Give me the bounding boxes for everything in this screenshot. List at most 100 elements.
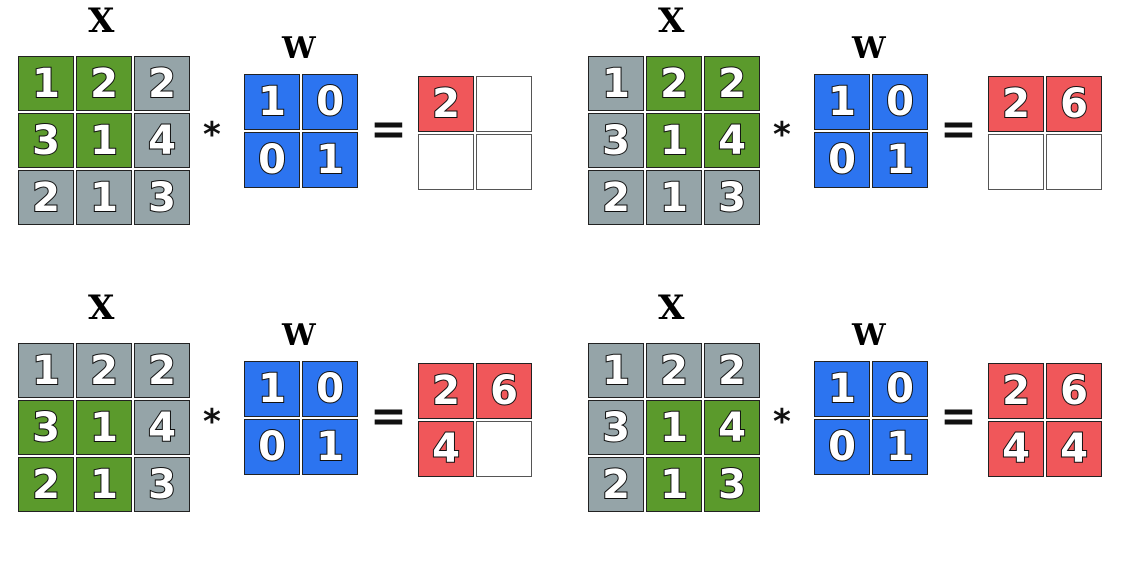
input-cell: 3 [704, 170, 760, 225]
input-cell: 3 [588, 113, 644, 168]
output-cell-empty [418, 134, 474, 190]
kernel-cell: 0 [814, 419, 870, 475]
input-cell-active: 2 [646, 56, 702, 111]
input-matrix-label: X [88, 288, 115, 328]
kernel-cell: 0 [872, 361, 928, 417]
output-cell: 6 [1046, 363, 1102, 419]
output-cell-empty [476, 76, 532, 132]
input-cell: 2 [76, 343, 132, 398]
input-cell-active: 1 [76, 400, 132, 455]
input-cell: 1 [76, 170, 132, 225]
input-cell-active: 1 [646, 457, 702, 512]
input-cell-active: 1 [76, 457, 132, 512]
output-cell: 6 [1046, 76, 1102, 132]
output-cell-empty [988, 134, 1044, 190]
input-cell: 4 [134, 400, 190, 455]
input-matrix-label: X [658, 288, 685, 328]
input-cell-active: 1 [646, 400, 702, 455]
output-cell: 4 [1046, 421, 1102, 477]
input-cell-active: 1 [18, 56, 74, 111]
equals-sign: = [370, 104, 407, 155]
kernel-cell: 1 [872, 132, 928, 188]
input-cell: 1 [646, 170, 702, 225]
input-cell: 2 [588, 170, 644, 225]
output-cell: 4 [988, 421, 1044, 477]
input-cell-active: 3 [18, 113, 74, 168]
output-cell: 2 [418, 363, 474, 419]
kernel-cell: 0 [302, 74, 358, 130]
input-cell: 1 [588, 343, 644, 398]
convolution-operator: * [203, 402, 221, 442]
input-cell-active: 2 [704, 56, 760, 111]
kernel-matrix-label: W [282, 31, 316, 66]
input-cell: 2 [18, 170, 74, 225]
input-cell-active: 1 [646, 113, 702, 168]
kernel-cell: 1 [244, 361, 300, 417]
input-cell: 4 [134, 113, 190, 168]
input-cell: 3 [134, 457, 190, 512]
input-cell: 2 [134, 343, 190, 398]
input-cell: 2 [704, 343, 760, 398]
output-cell-empty [476, 421, 532, 477]
equals-sign: = [940, 391, 977, 442]
output-cell-empty [476, 134, 532, 190]
input-cell: 3 [134, 170, 190, 225]
input-cell: 1 [18, 343, 74, 398]
kernel-cell: 1 [814, 361, 870, 417]
kernel-cell: 1 [302, 419, 358, 475]
kernel-matrix-label: W [282, 318, 316, 353]
input-cell-active: 3 [18, 400, 74, 455]
input-cell-active: 1 [76, 113, 132, 168]
input-matrix-label: X [658, 1, 685, 41]
convolution-operator: * [773, 115, 791, 155]
kernel-cell: 1 [814, 74, 870, 130]
input-cell-active: 2 [76, 56, 132, 111]
kernel-matrix-label: W [852, 31, 886, 66]
input-cell: 2 [646, 343, 702, 398]
output-matrix: 2 [418, 76, 532, 190]
convolution-operator: * [203, 115, 221, 155]
output-cell: 4 [418, 421, 474, 477]
input-cell: 1 [588, 56, 644, 111]
convolution-operator: * [773, 402, 791, 442]
equals-sign: = [940, 104, 977, 155]
kernel-cell: 0 [814, 132, 870, 188]
kernel-cell: 0 [244, 132, 300, 188]
input-matrix-label: X [88, 1, 115, 41]
input-cell-active: 3 [704, 457, 760, 512]
output-cell: 2 [418, 76, 474, 132]
output-cell: 6 [476, 363, 532, 419]
kernel-cell: 1 [302, 132, 358, 188]
equals-sign: = [370, 391, 407, 442]
input-cell: 2 [588, 457, 644, 512]
input-cell-active: 4 [704, 400, 760, 455]
kernel-matrix-label: W [852, 318, 886, 353]
kernel-cell: 1 [244, 74, 300, 130]
input-cell: 3 [588, 400, 644, 455]
kernel-cell: 1 [872, 419, 928, 475]
kernel-cell: 0 [244, 419, 300, 475]
input-cell-active: 2 [18, 457, 74, 512]
input-cell: 2 [134, 56, 190, 111]
kernel-cell: 0 [302, 361, 358, 417]
input-cell-active: 4 [704, 113, 760, 168]
output-cell: 2 [988, 363, 1044, 419]
kernel-cell: 0 [872, 74, 928, 130]
output-cell-empty [1046, 134, 1102, 190]
output-cell: 2 [988, 76, 1044, 132]
